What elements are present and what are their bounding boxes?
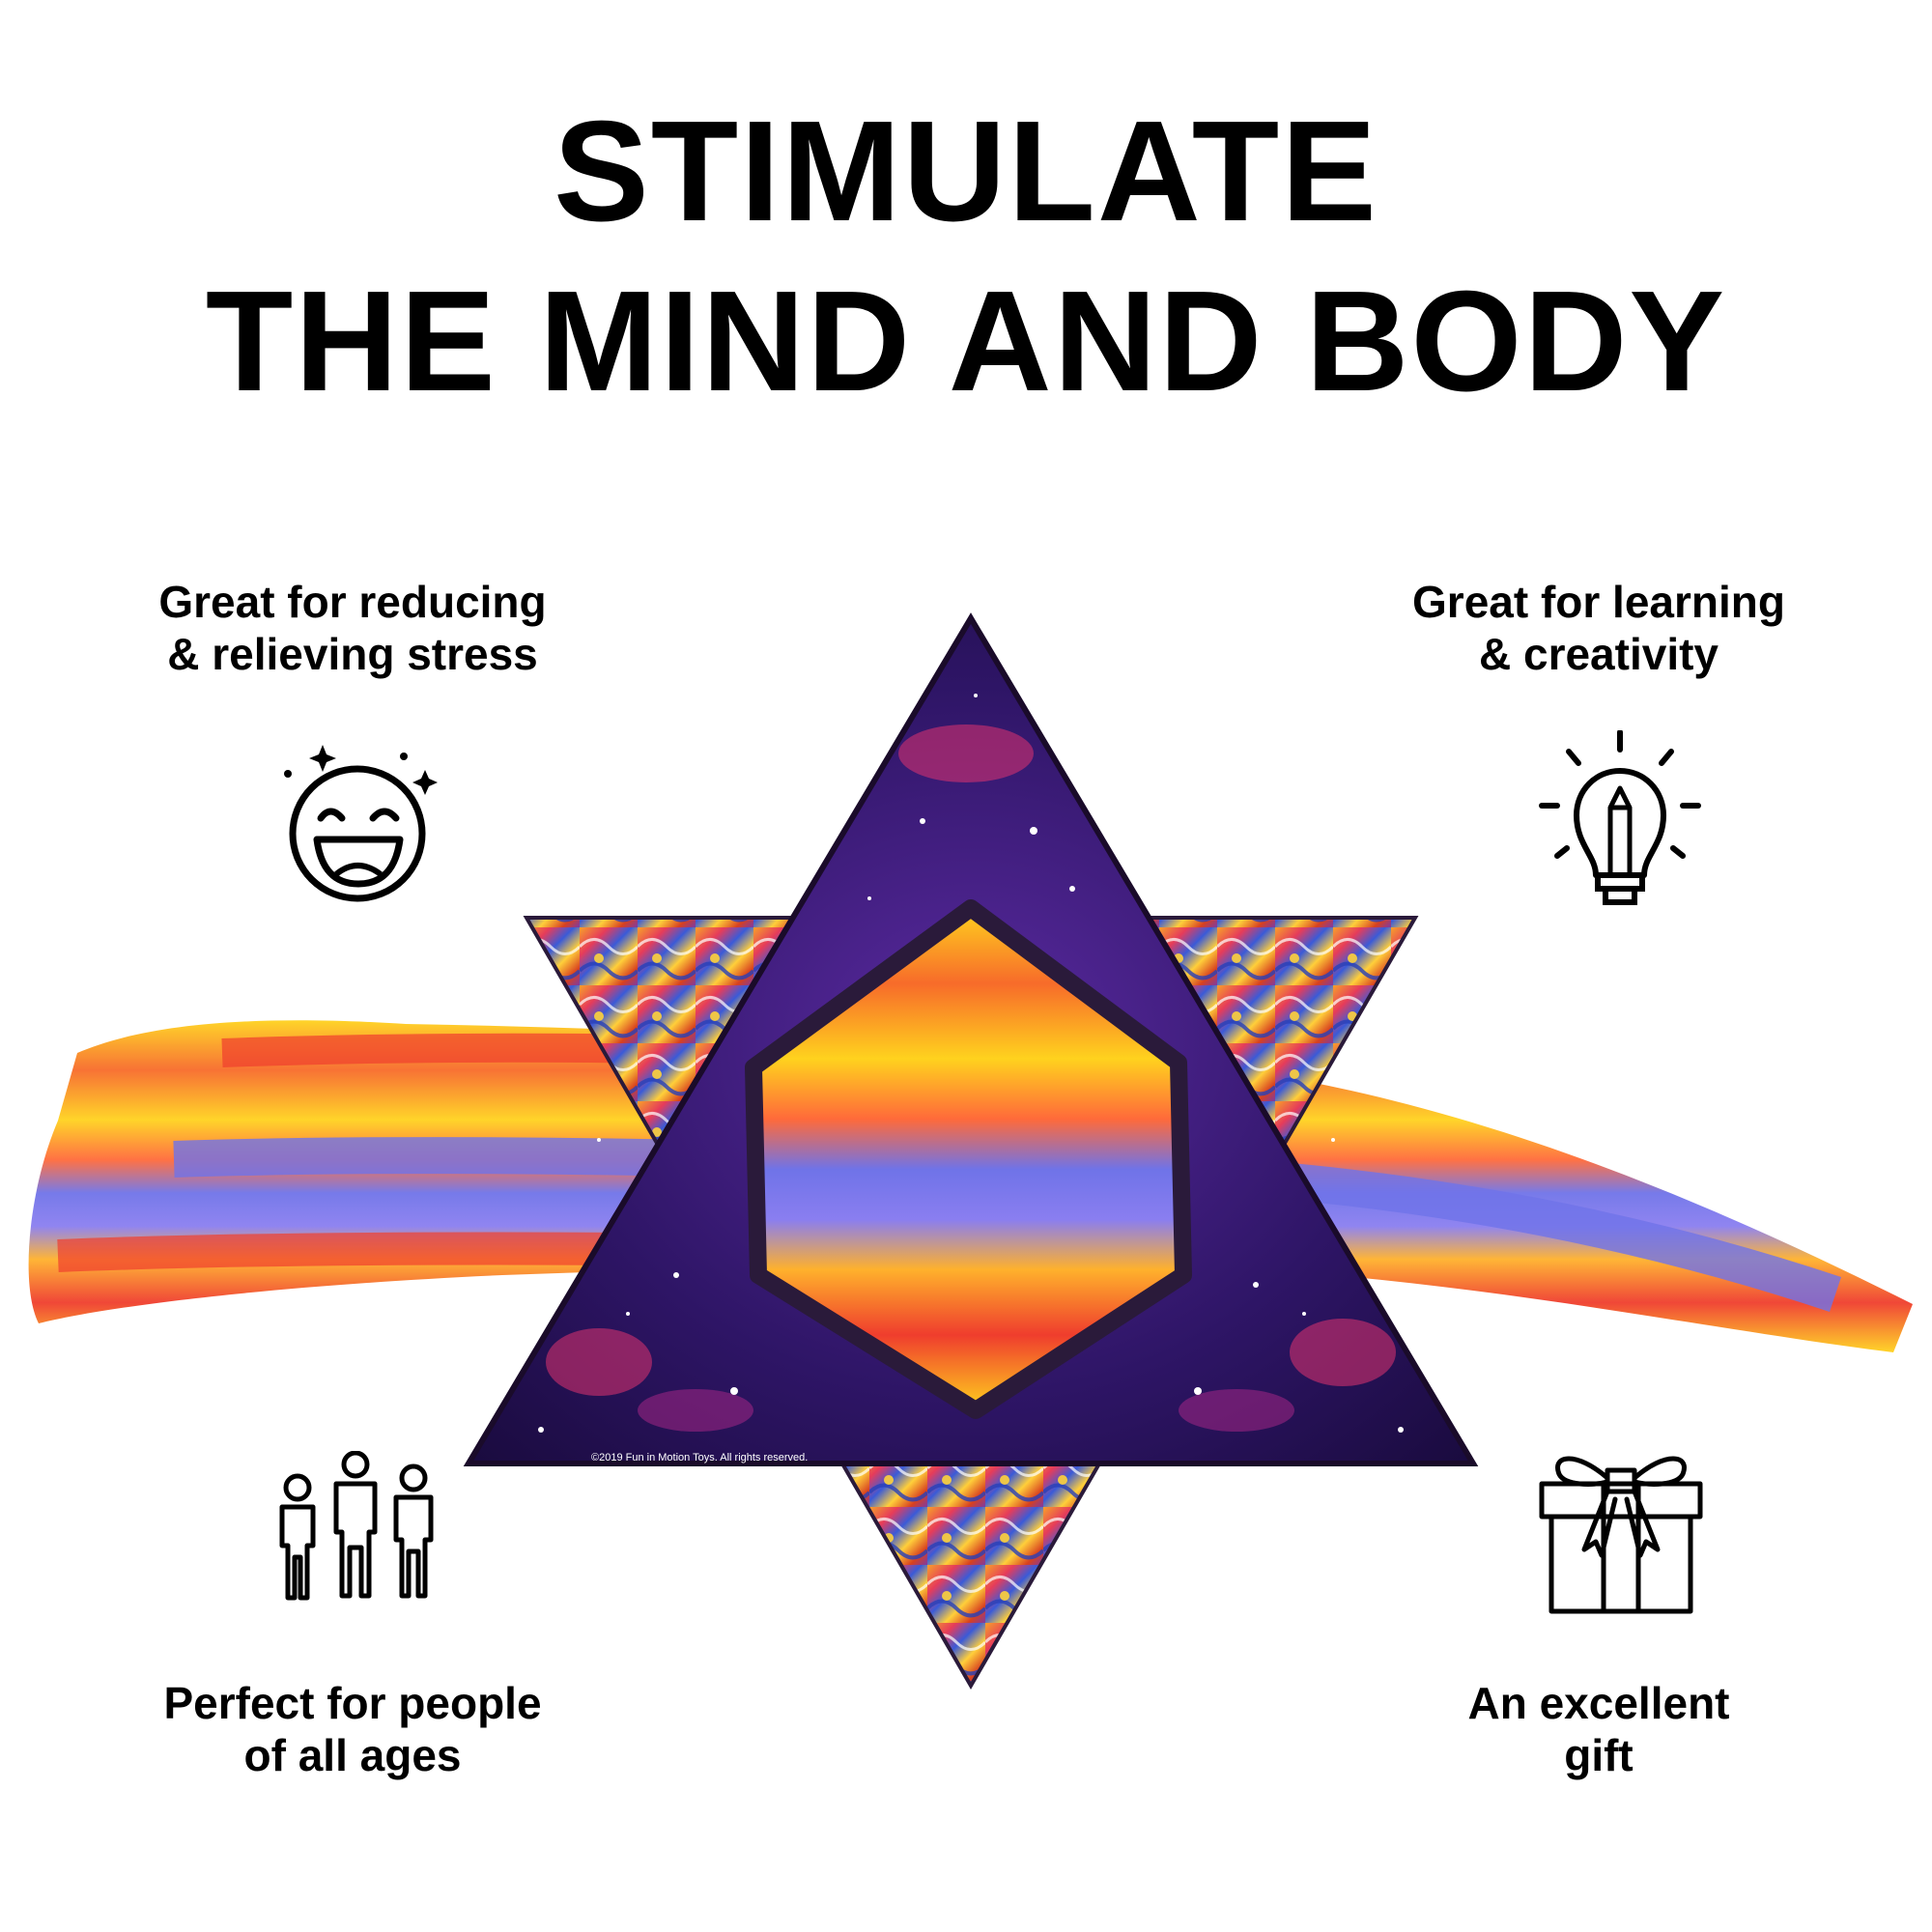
family-icon (279, 1451, 434, 1601)
feature-all-ages: Perfect for people of all ages (116, 1677, 589, 1781)
headline-line-1: STIMULATE (554, 92, 1378, 251)
feature-stress-line-2: & relieving stress (167, 629, 538, 679)
feature-excellent-gift: An excellent gift (1362, 1677, 1835, 1781)
headline-line-2: THE MIND AND BODY (205, 262, 1727, 421)
copyright-text: ©2019 Fun in Motion Toys. All rights res… (591, 1452, 808, 1463)
feature-ages-line-2: of all ages (243, 1730, 462, 1780)
feature-stress-relief: Great for reducing & relieving stress (116, 576, 589, 680)
feature-gift-line-2: gift (1564, 1730, 1634, 1780)
feature-ages-line-1: Perfect for people (163, 1678, 542, 1728)
lightbulb-pencil-icon (1539, 730, 1701, 905)
gift-box-icon (1539, 1456, 1703, 1614)
happy-face-icon (284, 745, 438, 902)
star-hexagon-opening (745, 899, 1192, 1419)
feature-learning-line-2: & creativity (1478, 629, 1719, 679)
feature-gift-line-1: An excellent (1467, 1678, 1730, 1728)
feature-learning-creativity: Great for learning & creativity (1362, 576, 1835, 680)
feature-learning-line-1: Great for learning (1412, 577, 1785, 627)
feature-stress-line-1: Great for reducing (158, 577, 547, 627)
